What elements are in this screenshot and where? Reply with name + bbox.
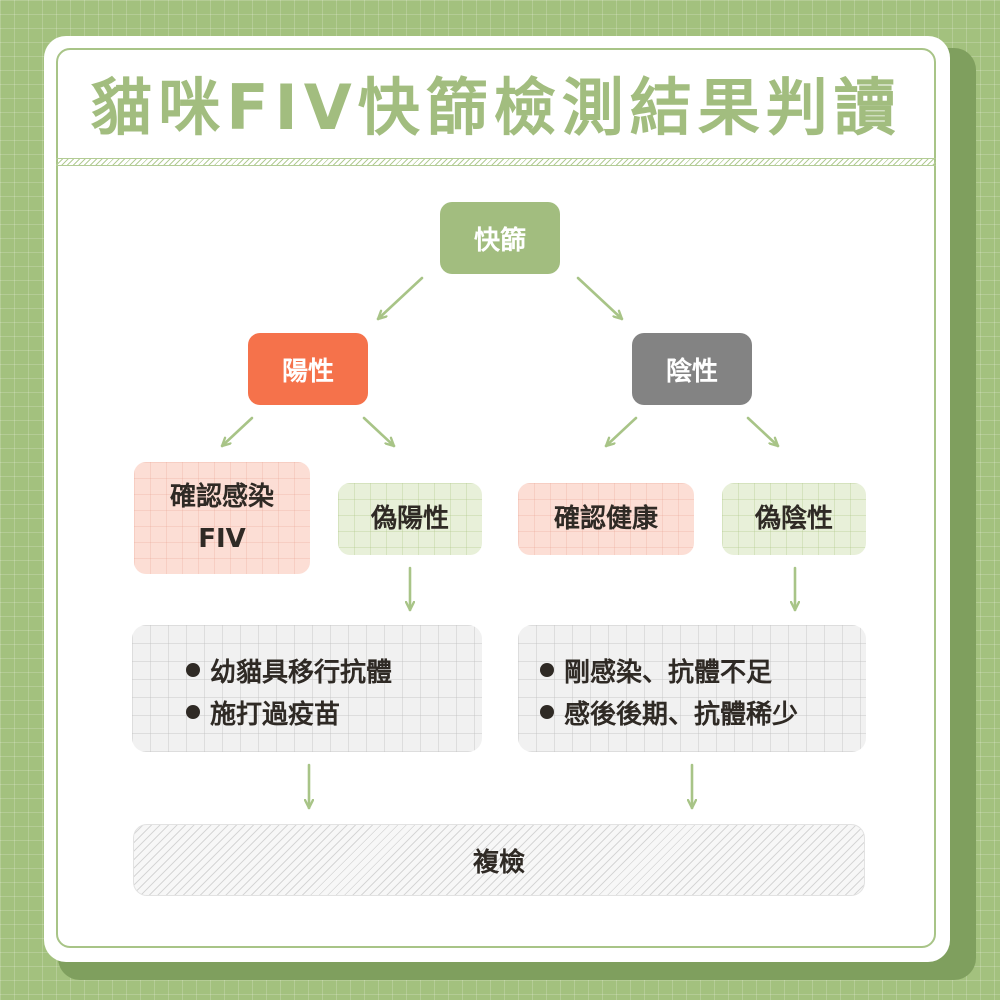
arrow-positive-to-false-positive xyxy=(362,416,396,448)
reason-text: 幼貓具移行抗體 xyxy=(210,657,393,688)
recheck-label: 複檢 xyxy=(472,847,525,878)
false-negative-node: 偽陰性 xyxy=(722,483,866,555)
reason-text: 剛感染、抗體不足 xyxy=(564,657,773,688)
reason-text: 感後後期、抗體稀少 xyxy=(564,699,799,730)
false-negative-label: 偽陰性 xyxy=(754,504,833,534)
title-divider xyxy=(56,158,936,166)
negative-label: 陰性 xyxy=(665,356,718,387)
bullet-dot-icon xyxy=(540,663,554,677)
list-item: 施打過疫苗 xyxy=(186,691,482,733)
positive-node: 陽性 xyxy=(248,333,368,405)
list-item: 幼貓具移行抗體 xyxy=(186,649,482,691)
confirmed-healthy-node: 確認健康 xyxy=(518,483,694,555)
bullet-dot-icon xyxy=(186,663,200,677)
positive-label: 陽性 xyxy=(281,356,334,387)
page-title: 貓咪FIV快篩檢測結果判讀 xyxy=(90,71,902,144)
false-positive-label: 偽陽性 xyxy=(370,504,449,534)
recheck-node: 複檢 xyxy=(133,824,865,896)
false-positive-reasons: 幼貓具移行抗體 施打過疫苗 xyxy=(132,625,482,752)
arrow-screening-to-negative xyxy=(576,276,624,321)
arrow-positive-to-confirmed xyxy=(220,416,254,448)
bullet-dot-icon xyxy=(186,705,200,719)
list-item: 剛感染、抗體不足 xyxy=(540,649,866,691)
arrow-negative-to-false-negative xyxy=(746,416,780,448)
screening-node: 快篩 xyxy=(440,202,560,274)
negative-node: 陰性 xyxy=(632,333,752,405)
confirmed-healthy-label: 確認健康 xyxy=(553,504,658,534)
bullet-dot-icon xyxy=(540,705,554,719)
false-negative-reasons: 剛感染、抗體不足 感後後期、抗體稀少 xyxy=(518,625,866,752)
false-positive-node: 偽陽性 xyxy=(338,483,482,555)
confirmed-fiv-node: 確認感染 FIV xyxy=(134,462,310,574)
confirmed-fiv-label-line1: 確認感染 xyxy=(169,482,274,512)
inner-frame xyxy=(56,48,936,948)
confirmed-fiv-label-line2: FIV xyxy=(198,524,246,554)
arrow-screening-to-positive xyxy=(376,276,424,321)
reason-text: 施打過疫苗 xyxy=(210,699,341,730)
list-item: 感後後期、抗體稀少 xyxy=(540,691,866,733)
arrow-negative-to-healthy xyxy=(604,416,638,448)
screening-label: 快篩 xyxy=(473,225,526,256)
